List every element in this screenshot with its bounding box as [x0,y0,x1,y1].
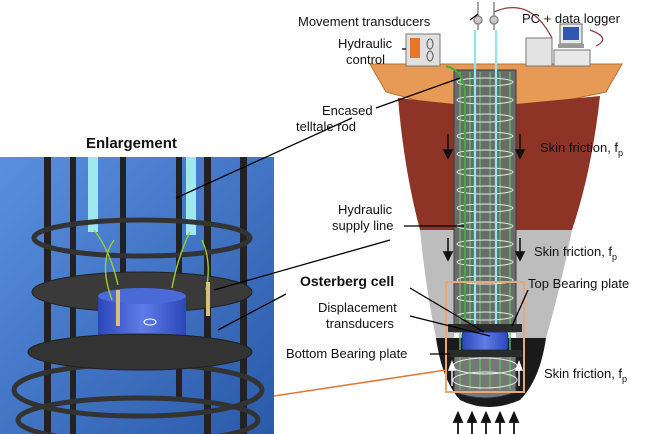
pile-shaft [453,69,517,333]
label-hydraulic-control-line2: control [346,52,385,67]
cage-hoops [452,77,518,389]
upward-friction-arrows [447,360,524,386]
bottom-bearing-plate [448,350,522,357]
data-cable-2 [589,29,604,47]
enlargement-highlight-box [445,281,525,393]
photo-bottom-plate [27,333,253,371]
label-hydraulic-supply-line2: supply line [332,218,393,233]
soil-layer-red [398,98,454,230]
label-osterberg-cell: Osterberg cell [300,273,394,289]
photo-displacement-transducers [116,282,210,326]
top-bearing-plate [448,324,522,332]
hydraulic-control-box [405,33,441,67]
label-encased-line1: Encased [322,103,373,118]
label-hydraulic-supply-line1: Hydraulic [338,202,393,217]
label-skin-friction-3: Skin friction, fp [544,366,627,384]
label-enlargement: Enlargement [86,135,177,152]
label-bottom-bearing-plate: Bottom Bearing plate [286,346,407,361]
photo-telltale-tubes [88,157,196,235]
label-movement-transducers: Movement transducers [298,14,431,29]
data-cable [493,7,553,39]
skin-friction-arrows [442,134,526,262]
pile-cross-section [369,2,623,434]
hydraulic-supply-line [445,65,466,320]
soil-layer-gray-right [516,230,572,338]
label-top-bearing-plate: Top Bearing plate [528,276,629,291]
soil-layer-red-right [516,96,600,230]
movement-transducer-posts [473,2,499,30]
soil-layer-gray [420,230,454,338]
label-hydraulic-control-line1: Hydraulic [338,36,393,51]
telltale-rods [473,30,498,325]
label-displacement-line2: transducers [326,316,394,331]
label-encased-line2: telltale rod [296,119,356,134]
data-logger-equipment [525,23,591,67]
enlargement-connector [273,369,447,397]
label-displacement-line1: Displacement [318,300,397,315]
enlargement-photo [0,157,274,434]
base-resistance-arrows [452,410,520,434]
label-skin-friction-1: Skin friction, fp [540,140,623,158]
text-labels: Movement transducers PC + data logger Hy… [86,11,629,384]
leader-lines [175,13,529,355]
label-skin-friction-2: Skin friction, fp [534,244,617,262]
label-pc-data-logger: PC + data logger [522,11,621,26]
